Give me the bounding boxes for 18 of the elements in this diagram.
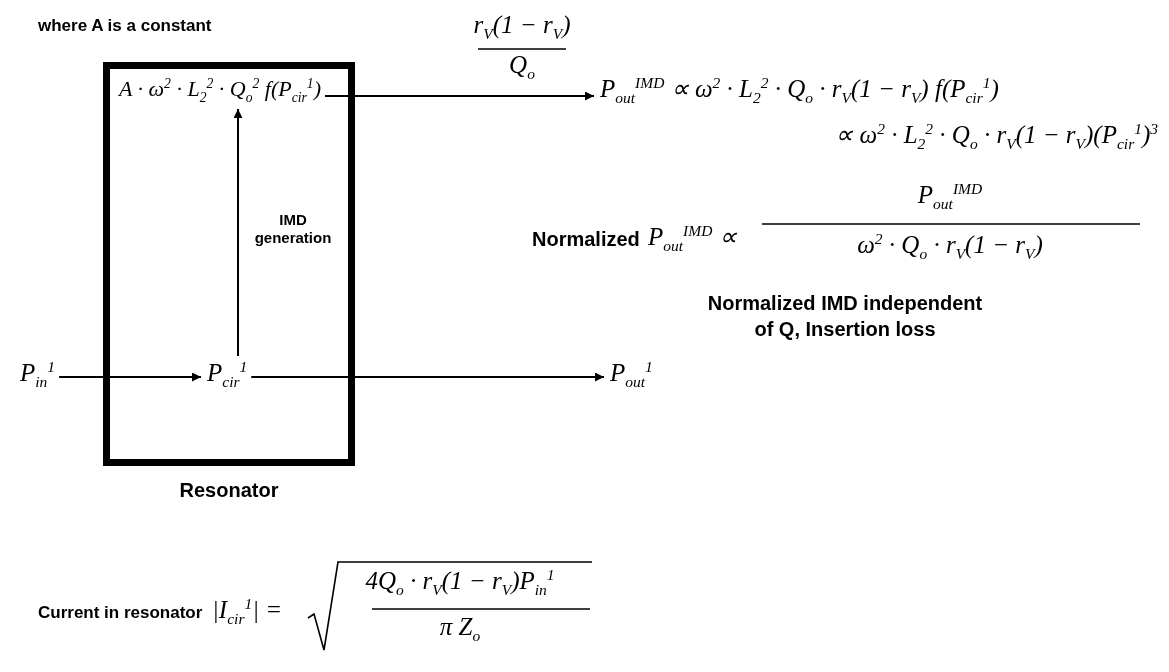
formula: P$_{out}$$^{IMD}$ ∝ ω$^{2}$ · L$_{2}$$^{2}$ · Q$_{o}$ · r$_{V}$(1 − r$_{V}$) f(P$_{cir}$$^{1}$) [600, 74, 999, 108]
label-text: Normalized [532, 228, 640, 251]
note-text: where A is a constant [38, 16, 212, 36]
fraction-denominator: π Z$_{o}$ [438, 612, 482, 646]
label-text: Current in resonator [38, 603, 203, 623]
arrow [323, 91, 595, 101]
box-heading: Resonator [178, 479, 280, 502]
formula: A · ω$^{2}$ · L$_{2}$$^{2}$ · Q$_{o}$$^{2}$ f(P$_{cir}$$^{1}$) [119, 76, 321, 107]
formula: P$_{out}$$^{IMD}$ ∝ [648, 222, 737, 256]
formula: |I$_{cir}$$^{1}$| = [212, 595, 283, 629]
formula: ∝ ω$^{2}$ · L$_{2}$$^{2}$ · Q$_{o}$ · r$_{V}$(1 − r$_{V}$)(P$_{cir}$$^{1}$)$^{3}$ [835, 120, 1158, 154]
fraction-denominator: Q$_{o}$ [508, 50, 536, 84]
arrow [233, 108, 243, 357]
note-text: Normalized IMD independent of Q, Insertion loss [706, 291, 984, 342]
arrow [58, 372, 202, 382]
arrow [250, 372, 605, 382]
fraction-numerator: r$_{V}$(1 − r$_{V}$) [472, 10, 572, 44]
fraction-denominator: ω$^{2}$ · Q$_{o}$ · r$_{V}$(1 − r$_{V}$) [856, 230, 1044, 264]
